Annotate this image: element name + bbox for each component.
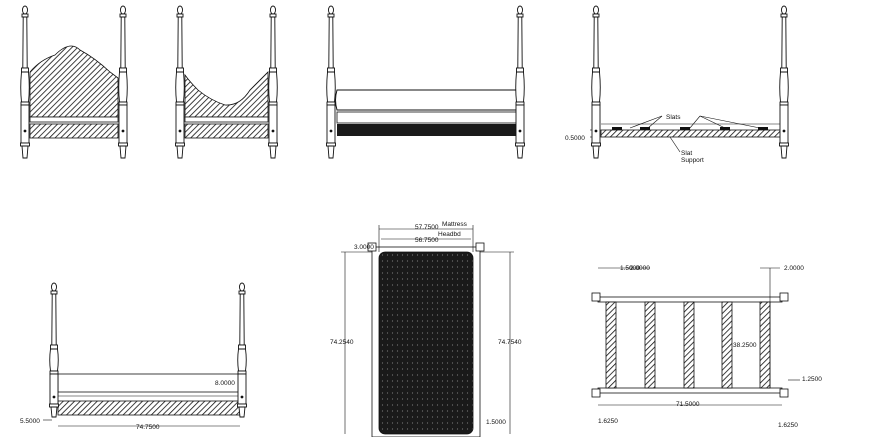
dim-top-offset-2: 2.0000 <box>630 265 650 272</box>
slat-frame-plan: 1.5000 2.0000 2.0000 38.2500 1.2500 71.5… <box>591 265 822 429</box>
slats-label: Slats <box>666 114 681 121</box>
side-rail-elevation: 8.0000 5.5000 74.7500 <box>20 282 247 431</box>
bed-post <box>326 5 336 159</box>
dim-bottom-width: 71.5000 <box>676 401 700 408</box>
footboard-front-view <box>175 5 278 159</box>
dim-length-right: 74.7540 <box>498 339 522 346</box>
lower-rail <box>57 400 241 416</box>
slat-support-rail <box>600 129 782 138</box>
bed-post <box>515 5 525 159</box>
dim-right-top: 2.0000 <box>784 265 804 272</box>
dim-side-length: 74.7500 <box>136 424 160 431</box>
dim-length-left: 74.2540 <box>330 339 354 346</box>
footboard-rail <box>184 116 269 123</box>
dim-foot-offset: 1.5000 <box>486 419 506 426</box>
mattress-outline <box>335 89 519 111</box>
mattress-label: Mattress <box>442 221 468 228</box>
dim-top-offset: 1.5000 <box>620 265 640 272</box>
footboard-panel <box>184 71 269 118</box>
box-spring <box>336 111 518 124</box>
bed-post <box>49 282 59 418</box>
frame-top-rail <box>597 296 783 303</box>
headboard-bottom-panel <box>29 123 119 139</box>
slat-support-label: Slat <box>681 150 692 157</box>
headboard-front-view <box>20 5 128 159</box>
frame-slat <box>605 301 617 389</box>
slat <box>640 127 650 130</box>
bed-post <box>779 5 789 159</box>
slat <box>680 127 690 130</box>
dim-mattress-width: 57.7500 <box>415 224 439 231</box>
slat-support-label-2: Support <box>681 157 704 164</box>
dim-right-small: 1.6250 <box>778 422 798 429</box>
dim-right-offset: 1.2500 <box>802 376 822 383</box>
slat <box>720 127 730 130</box>
slat <box>612 127 622 130</box>
frame-slat <box>721 301 733 389</box>
side-view-slats: Slats Slat Support 0.5000 <box>565 5 789 164</box>
frame-slat <box>759 301 771 389</box>
headboard-panel <box>29 45 119 118</box>
bed-post <box>268 5 278 159</box>
dim-slat-height: 0.5000 <box>565 135 585 142</box>
dim-rail-height: 8.0000 <box>215 380 235 387</box>
side-view-mattress <box>326 5 525 159</box>
side-rail-dark <box>337 124 517 136</box>
frame-slat <box>644 301 656 389</box>
dim-head-offset: 3.0000 <box>354 244 374 251</box>
dim-inner-height: 38.2500 <box>733 342 757 349</box>
headboard-rail <box>29 116 119 123</box>
frame-slat <box>683 301 695 389</box>
slat <box>758 127 768 130</box>
upper-rail <box>57 373 241 393</box>
dim-headbd-width: 56.7500 <box>415 237 439 244</box>
bed-post <box>591 5 601 159</box>
mattress-plan <box>378 251 474 435</box>
frame-bottom-rail <box>597 387 783 394</box>
bed-post <box>175 5 185 159</box>
bed-post <box>118 5 128 159</box>
dim-left-small: 1.6250 <box>598 418 618 425</box>
dim-leg-height: 5.5000 <box>20 418 40 425</box>
headbd-label: Headbd <box>438 231 461 238</box>
top-plan-mattress: Mattress 57.7500 Headbd 56.7500 3.0000 7… <box>330 221 522 437</box>
bed-post <box>20 5 30 159</box>
bed-post <box>237 282 247 418</box>
footboard-bottom-panel <box>184 123 269 139</box>
